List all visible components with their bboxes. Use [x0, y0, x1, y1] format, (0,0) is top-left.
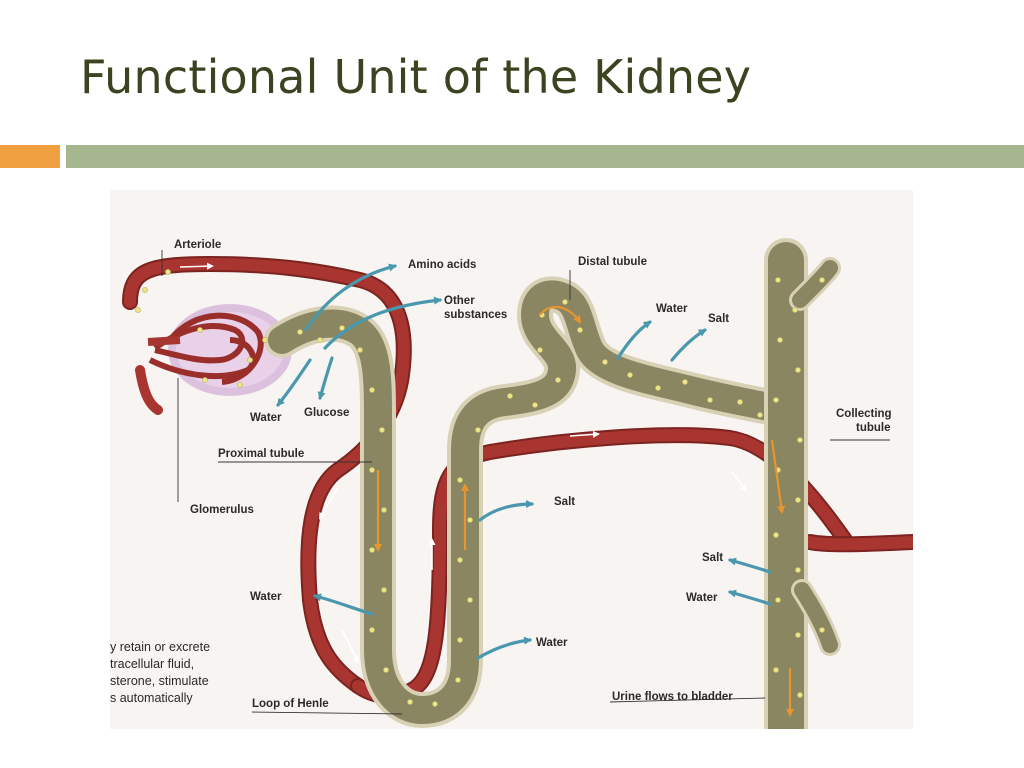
- label-water-glomerulus: Water: [250, 412, 282, 424]
- caption-line-1: y retain or excrete: [110, 640, 210, 654]
- glomerulus-capsule: [147, 304, 292, 396]
- label-arteriole: Arteriole: [174, 239, 221, 251]
- label-proximal-tubule: Proximal tubule: [218, 448, 304, 460]
- accent-bar-orange: [0, 145, 60, 168]
- label-collecting-line2: tubule: [856, 422, 891, 434]
- leader-lines: [161, 250, 890, 715]
- label-salt-collecting: Salt: [702, 552, 723, 564]
- label-loop-of-henle: Loop of Henle: [252, 698, 329, 710]
- label-other-substances-line2: substances: [444, 309, 507, 321]
- label-distal-tubule: Distal tubule: [578, 256, 647, 268]
- slide-title: Functional Unit of the Kidney: [80, 50, 752, 104]
- label-amino-acids: Amino acids: [408, 259, 476, 271]
- label-salt-distal: Salt: [708, 313, 729, 325]
- label-collecting-line1: Collecting: [836, 408, 892, 420]
- label-water-collecting: Water: [686, 592, 718, 604]
- label-other-substances-line1: Other: [444, 295, 475, 307]
- accent-bar-green: [66, 145, 1024, 168]
- label-water-henle: Water: [536, 637, 568, 649]
- caption-line-4: s automatically: [110, 691, 193, 705]
- tubule: [264, 238, 841, 729]
- caption-line-3: sterone, stimulate: [110, 674, 209, 688]
- caption-line-2: tracellular fluid,: [110, 657, 194, 671]
- label-glomerulus: Glomerulus: [190, 504, 254, 516]
- label-glucose: Glucose: [304, 407, 349, 419]
- vessel-flow-arrows: [179, 262, 748, 664]
- label-water-left: Water: [250, 591, 282, 603]
- nephron-illustration: Arteriole Amino acids Other substances D…: [110, 238, 913, 729]
- reabsorption-arrows: [276, 263, 772, 660]
- nephron-diagram: Arteriole Amino acids Other substances D…: [110, 190, 913, 729]
- label-salt-henle: Salt: [554, 496, 575, 508]
- label-water-distal: Water: [656, 303, 688, 315]
- solute-dots: [135, 269, 825, 707]
- tubule-flow-arrows: [374, 305, 794, 717]
- label-urine-flows: Urine flows to bladder: [612, 691, 733, 703]
